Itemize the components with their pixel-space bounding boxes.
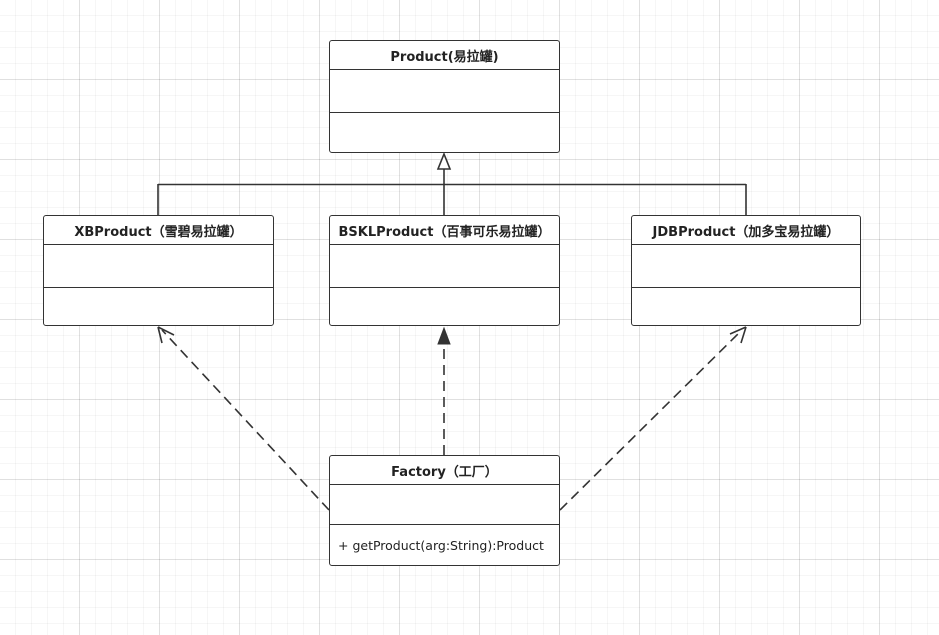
class-jdbproduct-attributes (632, 245, 860, 288)
class-product-name: Product(易拉罐) (330, 41, 559, 70)
class-jdbproduct-methods (632, 288, 860, 325)
class-product[interactable]: Product(易拉罐) (329, 40, 560, 153)
dependency-arrowhead-jdb (729, 326, 747, 344)
class-xbproduct[interactable]: XBProduct（雪碧易拉罐） (43, 215, 274, 326)
class-bsklproduct-attributes (330, 245, 559, 288)
class-xbproduct-name: XBProduct（雪碧易拉罐） (44, 216, 273, 245)
class-bsklproduct-name: BSKLProduct（百事可乐易拉罐） (330, 216, 559, 245)
class-xbproduct-attributes (44, 245, 273, 288)
class-factory-methods: + getProduct(arg:String):Product (330, 525, 559, 565)
class-bsklproduct-methods (330, 288, 559, 325)
generalization-connector (157, 169, 747, 215)
class-product-attributes (330, 70, 559, 113)
class-factory-method-getproduct: + getProduct(arg:String):Product (338, 537, 544, 553)
class-factory-name: Factory（工厂） (330, 456, 559, 485)
class-product-methods (330, 113, 559, 152)
class-xbproduct-methods (44, 288, 273, 325)
dependency-line-xb (161, 329, 330, 511)
dependency-line-jdb (559, 329, 743, 511)
dependency-arrowhead-xb (157, 326, 175, 344)
class-jdbproduct[interactable]: JDBProduct（加多宝易拉罐） (631, 215, 861, 326)
dependency-arrowhead-bskl (437, 326, 451, 345)
class-jdbproduct-name: JDBProduct（加多宝易拉罐） (632, 216, 860, 245)
class-factory[interactable]: Factory（工厂） + getProduct(arg:String):Pro… (329, 455, 560, 566)
class-factory-attributes (330, 485, 559, 525)
generalization-arrowhead (436, 151, 452, 170)
class-bsklproduct[interactable]: BSKLProduct（百事可乐易拉罐） (329, 215, 560, 326)
